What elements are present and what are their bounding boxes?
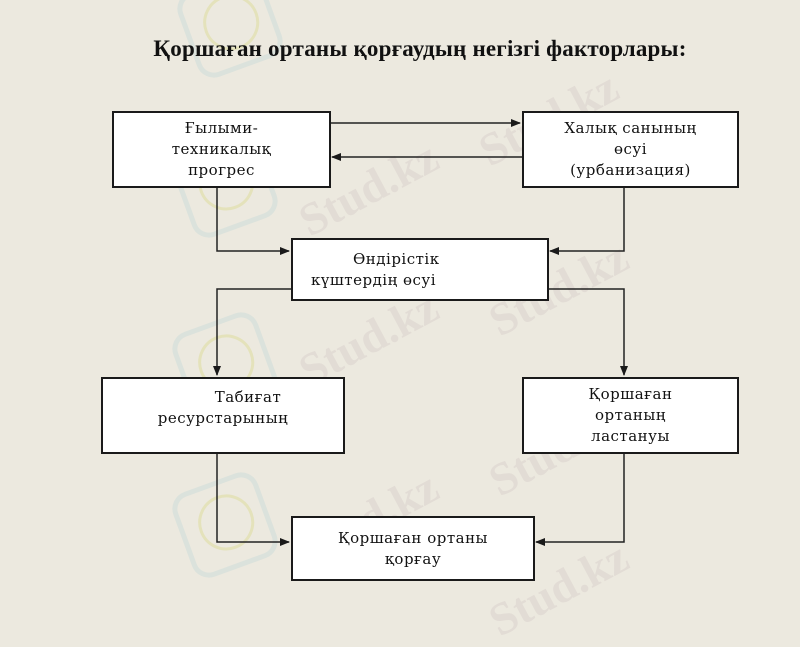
node-label-line: ластануы (591, 427, 670, 445)
node-label-line: ортаның (595, 406, 666, 424)
edge-progress-to-production (216, 187, 290, 255)
node-environmental-pollution: Қоршаған ортаның ластануы (522, 377, 739, 454)
node-label-line: Халық санының (564, 119, 697, 137)
slide-title: Қоршаған ортаны қорғаудың негізгі фактор… (153, 36, 687, 61)
diagram-connectors (213, 119, 628, 546)
node-label-line: өсуі (613, 140, 648, 158)
node-population-growth: Халық санының өсуі (урбанизация) (522, 111, 739, 188)
node-label-line: ресурстарының (157, 408, 289, 427)
node-scientific-progress: Ғылыми- техникалық прогрес (112, 111, 331, 188)
edge-pollution-to-protection (535, 453, 625, 546)
edge-resources-to-protection (216, 453, 290, 546)
node-label-line: Өндірістік (353, 249, 440, 268)
node-label-line: Ғылыми- (184, 119, 259, 137)
node-label-line: қорғау (384, 549, 442, 568)
node-label-line: Табиғат (214, 387, 282, 406)
node-natural-resources: Табиғат ресурстарының (101, 377, 345, 454)
node-label-line: (урбанизация) (570, 161, 691, 179)
node-label-line: техникалық (171, 140, 272, 158)
node-label-line: Қоршаған (588, 385, 673, 403)
node-environmental-protection: Қоршаған ортаны қорғау (291, 516, 535, 581)
node-label-line: прогрес (188, 161, 255, 179)
edge-population-to-production (549, 187, 625, 255)
node-productive-forces-growth: Өндірістік күштердің өсуі (291, 238, 549, 301)
edge-production-to-pollution (548, 288, 628, 376)
edge-production-to-resources (213, 288, 291, 376)
node-label-line: күштердің өсуі (311, 270, 437, 289)
node-label-line: Қоршаған ортаны (338, 528, 488, 547)
